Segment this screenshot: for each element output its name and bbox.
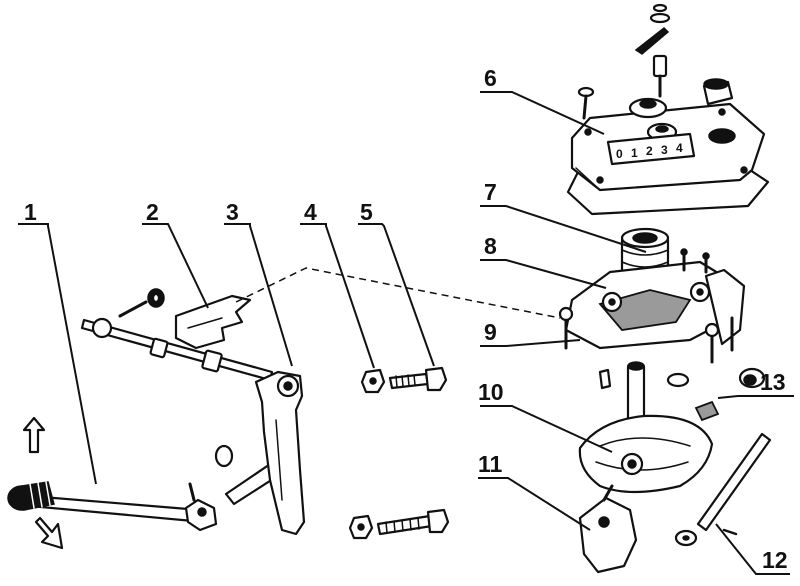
part-11-shift-fork [578, 484, 638, 574]
lower-nut-bolt [348, 508, 450, 540]
part-2-shift-arm [80, 288, 274, 382]
callout-label-13: 13 [760, 369, 786, 395]
callout-labels: 1 2 3 4 5 6 7 8 9 10 11 12 13 [24, 65, 788, 573]
part-4-nut [360, 368, 386, 394]
dial-digits: 0 1 2 3 4 [616, 141, 683, 161]
part-13-plug [694, 367, 766, 422]
part-3-quadrant-lever [254, 370, 306, 536]
indicator-pointer-stack [634, 3, 671, 98]
callout-label-12: 12 [762, 547, 788, 573]
cover-screw [577, 86, 595, 120]
assembly-dashed-line [235, 267, 561, 319]
callout-label-6: 6 [484, 65, 497, 91]
callout-label-11: 11 [478, 451, 503, 477]
foot-peg [7, 481, 55, 511]
callout-label-8: 8 [484, 233, 497, 259]
callout-label-7: 7 [484, 179, 497, 205]
cap-nut [702, 78, 734, 106]
callout-label-9: 9 [484, 319, 497, 345]
shaft-washer [214, 444, 234, 468]
callout-label-3: 3 [226, 199, 239, 225]
part-5-bolt [388, 366, 448, 392]
part-6-cover: 0 1 2 3 4 [566, 97, 770, 216]
part-8-selector-plate [564, 248, 746, 350]
callout-label-2: 2 [146, 199, 159, 225]
callout-label-1: 1 [24, 199, 37, 225]
dial-digit-1: 1 [631, 146, 638, 160]
down-arrow-icon [34, 516, 64, 550]
woodruff-key [598, 368, 612, 390]
part-10-cam-plate [578, 361, 714, 494]
callout-label-10: 10 [478, 379, 504, 405]
callout-label-4: 4 [304, 199, 317, 225]
dial-digit-3: 3 [661, 143, 668, 157]
dial-digit-0: 0 [616, 147, 623, 161]
part-12-rod [674, 432, 772, 547]
up-arrow-icon [22, 416, 46, 454]
callout-label-5: 5 [360, 199, 373, 225]
dial-digit-2: 2 [646, 144, 653, 158]
part-1-shift-lever [7, 481, 218, 532]
o-ring [666, 372, 690, 388]
dial-digit-4: 4 [676, 141, 683, 155]
callout-leaders [18, 91, 794, 575]
